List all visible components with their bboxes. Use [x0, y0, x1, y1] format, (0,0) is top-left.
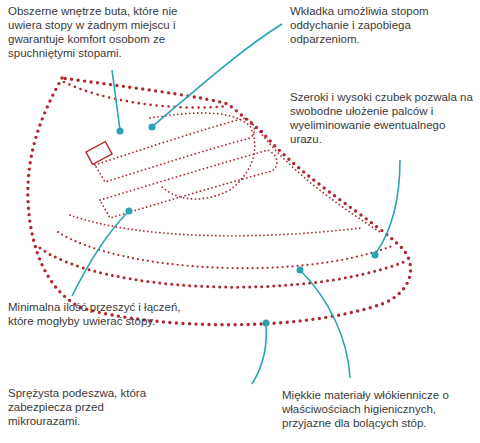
- callout-text: Miękkie materiały włókiennicze o właściw…: [282, 388, 477, 430]
- leader-line: [153, 24, 282, 126]
- stitch-line: [260, 132, 380, 232]
- callout-text: Obszerne wnętrze buta, które nie uwiera …: [8, 4, 208, 60]
- tongue-line: [150, 113, 255, 199]
- leader-line: [252, 324, 266, 384]
- stitch-line: [70, 215, 360, 236]
- callout-text: Wkładka umożliwia stopom oddychanie i za…: [290, 4, 475, 46]
- heel-tab: [86, 142, 112, 165]
- leader-line: [376, 160, 400, 253]
- callout-text: Minimalna ilość przeszyć i łączeń, które…: [8, 300, 198, 328]
- leader-line: [300, 270, 350, 378]
- leader-dot: [263, 320, 270, 327]
- collar-line: [64, 82, 228, 108]
- leader-dot: [297, 267, 304, 274]
- callout-text: Sprężysta podeszwa, która zabezpiecza pr…: [8, 386, 168, 428]
- leader-line: [72, 212, 128, 296]
- leader-dot: [372, 252, 379, 259]
- leader-dot: [149, 124, 156, 131]
- strap: [100, 150, 277, 218]
- callout-text: Szeroki i wysoki czubek pozwala na swobo…: [290, 90, 475, 146]
- sole-line: [58, 232, 392, 268]
- leader-line: [112, 70, 120, 130]
- leader-dot: [117, 128, 124, 135]
- leader-dot: [126, 208, 133, 215]
